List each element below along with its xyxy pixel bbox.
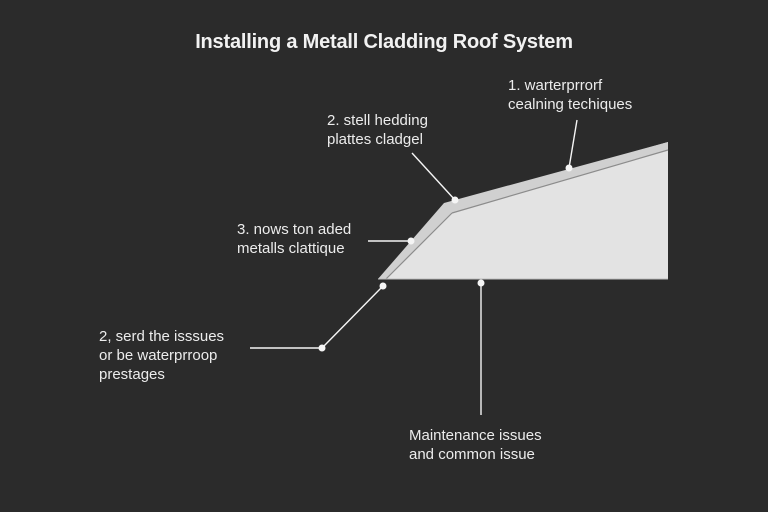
callout-metals-line2: metalls clattique bbox=[237, 240, 345, 257]
leader-waterproof bbox=[568, 119, 578, 169]
roof-top-edge bbox=[378, 142, 668, 279]
roof-ridge-line bbox=[451, 149, 669, 214]
callout-waterproof-line1: 1. warterprrorf bbox=[508, 77, 603, 94]
callout-maintenance: Maintenance issues and common issue bbox=[409, 426, 542, 464]
anchor-dot-issues-end bbox=[318, 344, 326, 352]
callout-steel: 2. stell hedding plattes cladgel bbox=[327, 111, 428, 149]
anchor-dot-metals bbox=[407, 237, 415, 245]
diagram-title: Installing a Metall Cladding Roof System bbox=[195, 31, 573, 53]
callout-issues-line3: prestages bbox=[99, 366, 165, 383]
roof-slope-line bbox=[385, 212, 453, 280]
leader-issues bbox=[250, 285, 384, 349]
callout-waterproof-line2: cealning techiques bbox=[508, 96, 633, 113]
callout-steel-line2: plattes cladgel bbox=[327, 131, 423, 148]
anchor-dot-steel bbox=[451, 196, 459, 204]
anchor-dot-maintenance bbox=[477, 279, 485, 287]
callout-metals-line1: 3. nows ton aded bbox=[237, 221, 352, 238]
callout-steel-line1: 2. stell hedding bbox=[327, 112, 428, 129]
roof-panel bbox=[378, 142, 668, 279]
leader-steel bbox=[411, 152, 456, 201]
callout-issues-line2: or be waterprroop bbox=[99, 347, 218, 364]
anchor-dot-waterproof bbox=[565, 164, 573, 172]
callout-waterproof: 1. warterprrorf cealning techiques bbox=[508, 76, 632, 114]
callout-metals: 3. nows ton aded metalls clattique bbox=[237, 220, 351, 258]
callout-maintenance-line2: and common issue bbox=[409, 446, 535, 463]
anchor-dot-issues-roof bbox=[379, 282, 387, 290]
callout-issues: 2, serd the isssues or be waterprroop pr… bbox=[99, 327, 224, 384]
callout-maintenance-line1: Maintenance issues bbox=[409, 427, 542, 444]
callout-issues-line1: 2, serd the isssues bbox=[99, 328, 225, 345]
